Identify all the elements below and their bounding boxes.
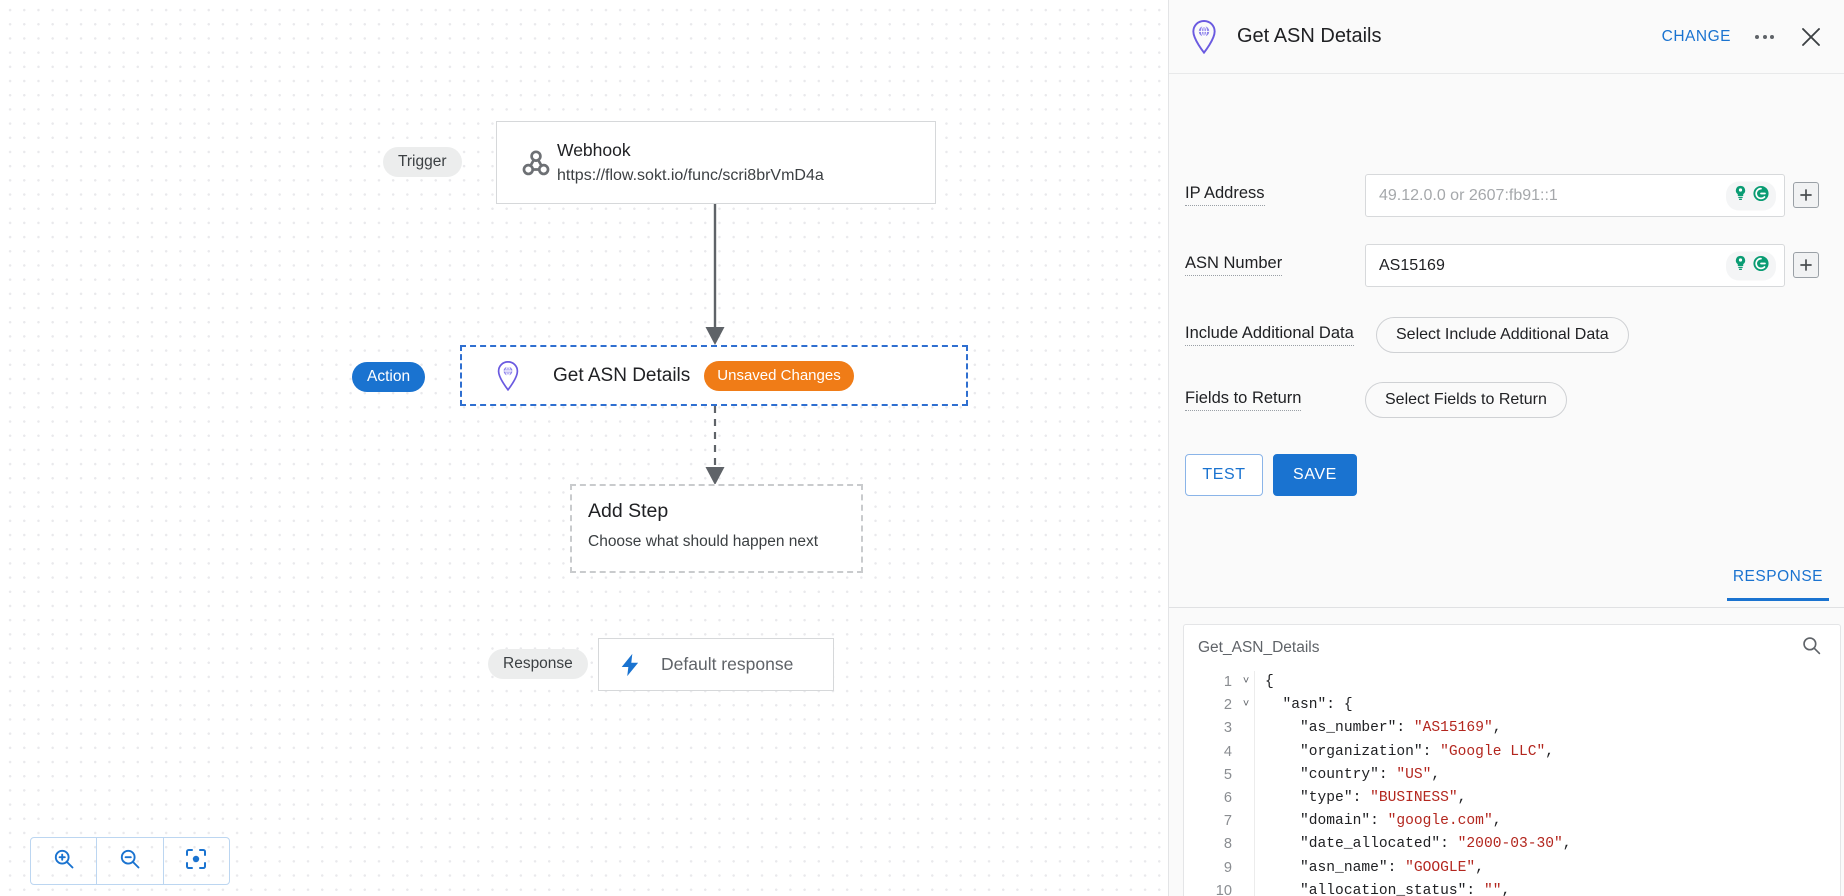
- fit-to-screen-button[interactable]: [164, 838, 229, 884]
- unsaved-changes-badge: Unsaved Changes: [704, 360, 854, 391]
- line-number: 6: [1223, 789, 1232, 806]
- flow-canvas[interactable]: Trigger Webhook https://flow.sokt.io/fun…: [0, 0, 1168, 896]
- panel-title: Get ASN Details: [1237, 25, 1382, 47]
- fields-to-return-select[interactable]: Select Fields to Return: [1365, 382, 1567, 418]
- code-text: "asn": {: [1254, 694, 1840, 718]
- zoom-in-icon: [52, 847, 76, 876]
- more-horizontal-icon[interactable]: [1753, 29, 1776, 45]
- webhook-icon: [519, 146, 553, 180]
- action-badge: Action: [352, 362, 426, 392]
- include-additional-data-label: Include Additional Data: [1185, 324, 1354, 346]
- refresh-g-icon[interactable]: [1752, 184, 1770, 207]
- asn-number-value: AS15169: [1379, 256, 1445, 274]
- webhook-title: Webhook: [557, 140, 631, 161]
- line-number: 9: [1223, 859, 1232, 876]
- action-node-title: Get ASN Details: [553, 364, 691, 386]
- zoom-in-button[interactable]: [31, 838, 98, 884]
- code-text: "domain": "google.com",: [1254, 810, 1840, 834]
- ip-address-add-button[interactable]: [1793, 182, 1819, 208]
- node-default-response[interactable]: Default response: [598, 638, 834, 691]
- details-panel: Get ASN Details CHANGE IP Address 49.12.…: [1168, 0, 1844, 896]
- map-pin-globe-icon: [1189, 19, 1219, 54]
- panel-header: Get ASN Details CHANGE: [1169, 0, 1844, 74]
- line-number: 1: [1223, 674, 1232, 690]
- panel-body: IP Address 49.12.0.0 or 2607:fb91::1: [1169, 74, 1844, 896]
- line-number: 5: [1223, 766, 1232, 783]
- line-number: 7: [1223, 813, 1232, 830]
- connector-action-to-addstep: [700, 406, 730, 486]
- include-additional-data-select[interactable]: Select Include Additional Data: [1376, 317, 1629, 353]
- code-line: 9 "asn_name": "GOOGLE",: [1184, 856, 1840, 880]
- save-button[interactable]: SAVE: [1273, 454, 1357, 496]
- zoom-toolbar: [30, 837, 230, 885]
- response-header: Get_ASN_Details: [1184, 625, 1840, 671]
- trigger-badge: Trigger: [383, 147, 462, 177]
- code-line: 3 "as_number": "AS15169",: [1184, 717, 1840, 741]
- response-viewer: Get_ASN_Details 1˅{2˅ "asn": {3 "as_numb…: [1183, 624, 1841, 896]
- response-badge: Response: [488, 649, 588, 679]
- close-icon[interactable]: [1800, 26, 1822, 48]
- response-name: Get_ASN_Details: [1198, 639, 1320, 656]
- code-line: 2 ˅ "asn": {: [1184, 694, 1840, 718]
- line-number: 2: [1223, 697, 1232, 714]
- include-additional-data-label-wrap: Include Additional Data: [1185, 324, 1354, 346]
- zoom-out-icon: [118, 847, 142, 876]
- node-get-asn-details[interactable]: Get ASN Details Unsaved Changes: [460, 345, 968, 406]
- code-line: 5 "country": "US",: [1184, 763, 1840, 787]
- asn-number-input[interactable]: AS15169: [1365, 244, 1785, 287]
- lightbulb-icon[interactable]: [1732, 185, 1749, 207]
- fold-toggle-icon[interactable]: ˅: [1242, 676, 1250, 688]
- asn-number-label-wrap: ASN Number: [1185, 254, 1283, 276]
- code-line: 8 "date_allocated": "2000-03-30",: [1184, 833, 1840, 857]
- code-text: "date_allocated": "2000-03-30",: [1254, 833, 1840, 857]
- ip-address-placeholder: 49.12.0.0 or 2607:fb91::1: [1379, 186, 1558, 204]
- fit-to-screen-icon: [184, 847, 208, 876]
- asn-number-add-button[interactable]: [1793, 252, 1819, 278]
- ip-address-field-icons: [1726, 181, 1776, 210]
- code-line: 4 "organization": "Google LLC",: [1184, 740, 1840, 764]
- node-webhook[interactable]: Webhook https://flow.sokt.io/func/scri8b…: [496, 121, 936, 204]
- code-text: "as_number": "AS15169",: [1254, 717, 1840, 741]
- ip-address-input[interactable]: 49.12.0.0 or 2607:fb91::1: [1365, 174, 1785, 217]
- lightbulb-icon[interactable]: [1732, 255, 1749, 277]
- lightning-bolt-icon: [619, 653, 641, 677]
- tab-response[interactable]: RESPONSE: [1726, 564, 1829, 601]
- ip-address-label-wrap: IP Address: [1185, 184, 1265, 206]
- json-code-viewer[interactable]: 1˅{2˅ "asn": {3 "as_number": "AS15169",4…: [1184, 671, 1840, 896]
- code-text: "type": "BUSINESS",: [1254, 786, 1840, 811]
- code-text: "organization": "Google LLC",: [1254, 740, 1840, 764]
- webhook-url: https://flow.sokt.io/func/scri8brVmD4a: [557, 166, 824, 184]
- code-line: 7 "domain": "google.com",: [1184, 810, 1840, 834]
- line-number: 10: [1215, 882, 1232, 896]
- asn-number-label: ASN Number: [1185, 254, 1283, 276]
- line-number: 3: [1223, 720, 1232, 737]
- code-text: "country": "US",: [1254, 763, 1840, 787]
- code-line: 10 "allocation_status": "",: [1184, 879, 1840, 896]
- map-pin-globe-icon: [495, 360, 521, 391]
- test-button[interactable]: TEST: [1185, 454, 1263, 496]
- line-number: 8: [1223, 836, 1232, 853]
- code-line: 6 "type": "BUSINESS",: [1184, 786, 1840, 811]
- fields-to-return-label-wrap: Fields to Return: [1185, 389, 1302, 411]
- fields-to-return-label: Fields to Return: [1185, 389, 1302, 411]
- add-step-title: Add Step: [588, 500, 669, 522]
- ip-address-label: IP Address: [1185, 184, 1265, 206]
- add-step-subtitle: Choose what should happen next: [588, 533, 819, 550]
- zoom-out-button[interactable]: [97, 838, 164, 884]
- code-line: 1 ˅ {: [1184, 671, 1840, 695]
- response-tab-bar: RESPONSE: [1169, 564, 1844, 608]
- refresh-g-icon[interactable]: [1752, 254, 1770, 277]
- connector-webhook-to-action: [700, 204, 730, 346]
- code-text: "allocation_status": "",: [1254, 879, 1840, 896]
- default-response-title: Default response: [661, 654, 794, 674]
- node-add-step[interactable]: Add Step Choose what should happen next: [570, 484, 863, 573]
- fold-toggle-icon[interactable]: ˅: [1242, 699, 1250, 712]
- change-button[interactable]: CHANGE: [1661, 27, 1731, 45]
- search-icon[interactable]: [1801, 635, 1822, 661]
- asn-number-field-icons: [1726, 251, 1776, 280]
- code-text: {: [1254, 671, 1840, 695]
- line-number: 4: [1223, 743, 1232, 760]
- code-text: "asn_name": "GOOGLE",: [1254, 856, 1840, 880]
